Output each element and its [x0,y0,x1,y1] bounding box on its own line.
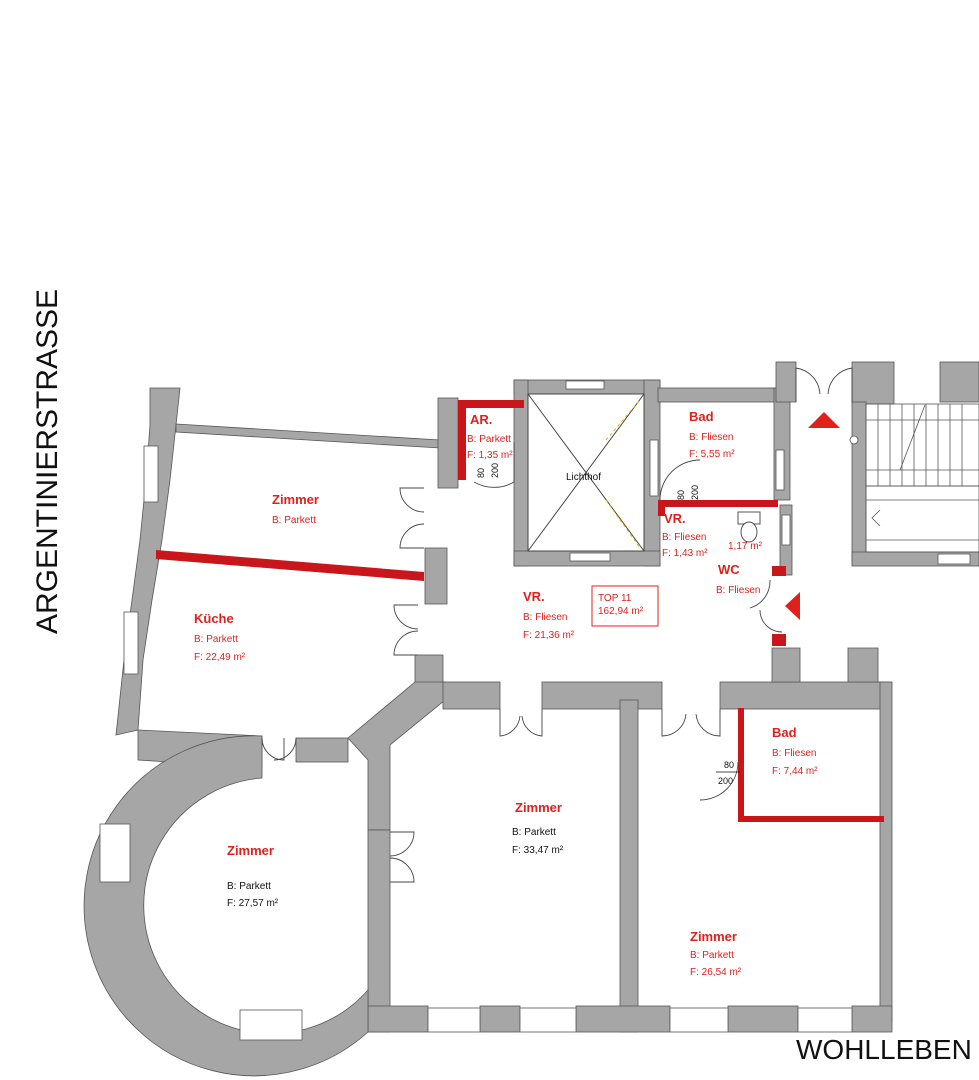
room-area: F: 21,36 m² [523,630,575,641]
dim-width: 80 [676,490,686,500]
room-area: F: 33,47 m² [512,845,564,856]
room-area: F: 22,49 m² [194,652,246,663]
room-area: F: 5,55 m² [689,449,735,460]
room-area: F: 1,43 m² [662,548,708,559]
room-name: Zimmer [272,492,319,507]
room-zimmer-right: Zimmer B: Parkett F: 26,54 m² [690,929,742,978]
unit-title: TOP 11 [598,593,632,604]
walls [83,361,979,1077]
room-floor: B: Parkett [690,950,734,961]
room-name: Zimmer [227,843,274,858]
doors [261,367,853,883]
room-ar: AR. B: Parkett F: 1,35 m² [467,412,513,461]
room-name: VR. [523,589,545,604]
dim-width: 80 [724,760,734,770]
room-floor: B: Fliesen [716,585,760,596]
room-bad-top: Bad B: Fliesen F: 5,55 m² [689,409,735,460]
red-walls [156,400,884,822]
unit-area: 162,94 m² [598,606,644,617]
room-area: F: 26,54 m² [690,967,742,978]
room-name: Bad [772,725,797,740]
room-zimmer-mid: Zimmer B: Parkett F: 33,47 m² [512,800,564,856]
room-floor: B: Parkett [227,881,271,892]
room-zimmer-top: Zimmer B: Parkett [272,492,319,526]
room-area: F: 1,35 m² [467,450,513,461]
room-name: Zimmer [690,929,737,944]
entrance-arrow-icon [808,412,840,428]
lichthof-label: Lichthof [566,472,601,483]
room-vr-small: VR. B: Fliesen F: 1,43 m² [662,511,708,559]
door-dimension-ar: 80 200 [476,463,500,478]
entrance-arrow-icon [785,592,800,620]
dim-height: 200 [718,776,733,786]
lichthof: Lichthof [527,393,645,552]
room-bad-right: Bad B: Fliesen F: 7,44 m² [772,725,818,777]
dim-height: 200 [490,463,500,478]
room-name: Bad [689,409,714,424]
unit-badge: TOP 11 162,94 m² [591,585,659,627]
windows [99,380,971,1041]
room-name: AR. [470,412,492,427]
room-kueche: Küche B: Parkett F: 22,49 m² [194,611,246,663]
dim-width: 80 [476,468,486,478]
room-floor: B: Fliesen [662,532,706,543]
room-name: Küche [194,611,234,626]
street-label-south: WOHLLEBEN [796,1034,972,1065]
door-dimension-bad: 80 200 [676,485,700,500]
room-name: Zimmer [515,800,562,815]
dim-height: 200 [690,485,700,500]
room-floor: B: Parkett [194,634,238,645]
room-name: VR. [664,511,686,526]
room-area: F: 27,57 m² [227,898,279,909]
staircase [849,403,979,553]
room-name: WC [718,562,740,577]
room-vr-main: VR. B: Fliesen F: 21,36 m² [523,589,575,641]
room-zimmer-round: Zimmer B: Parkett F: 27,57 m² [227,843,279,909]
room-area: F: 7,44 m² [772,766,818,777]
room-floor: B: Parkett [467,434,511,445]
room-floor: B: Fliesen [772,748,816,759]
room-wc: 1,17 m² WC B: Fliesen [716,541,763,596]
room-floor: B: Parkett [512,827,556,838]
room-floor: B: Fliesen [523,612,567,623]
room-area: 1,17 m² [728,541,763,552]
street-label-west: ARGENTINIERSTRASSE [31,289,64,634]
room-floor: B: Fliesen [689,432,733,443]
door-dimension-bad-right: 80 200 [716,760,740,786]
room-floor: B: Parkett [272,515,316,526]
